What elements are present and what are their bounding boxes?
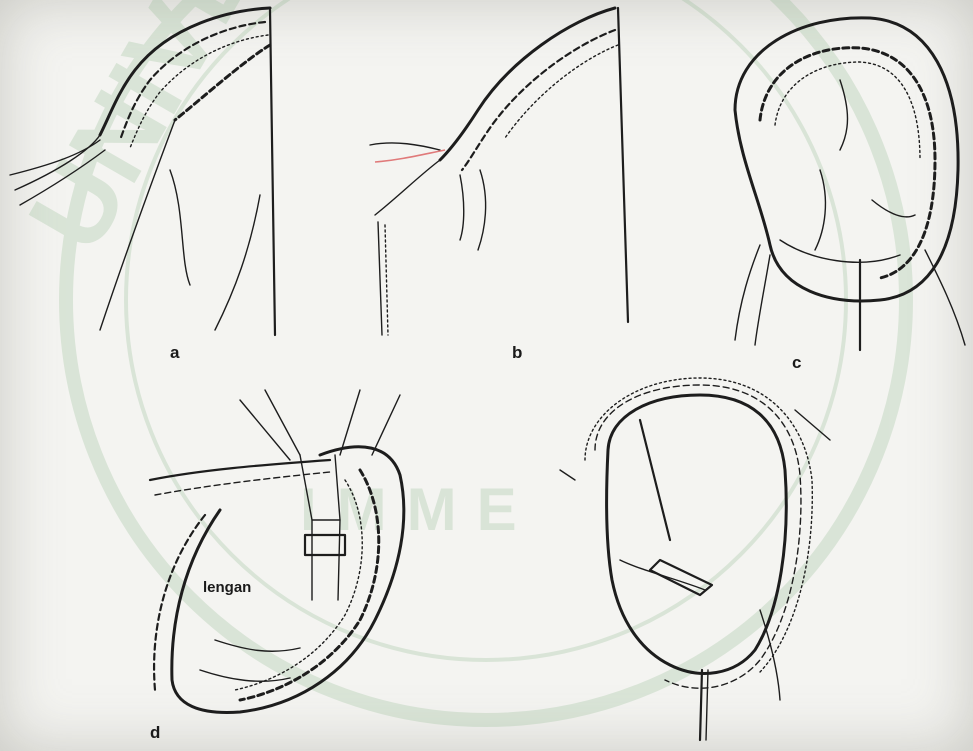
label-b: b bbox=[512, 343, 522, 362]
watermark-letters-mid: IMME bbox=[300, 476, 537, 543]
label-c: c bbox=[792, 353, 801, 372]
panel-b-drawing bbox=[370, 8, 628, 335]
watermark-letters-top: UNIVE bbox=[5, 0, 280, 270]
panel-e-drawing bbox=[560, 378, 830, 740]
label-lengan: lengan bbox=[203, 579, 251, 596]
label-d: d bbox=[150, 723, 160, 742]
label-a: a bbox=[170, 343, 180, 362]
panel-c-drawing bbox=[735, 18, 965, 350]
